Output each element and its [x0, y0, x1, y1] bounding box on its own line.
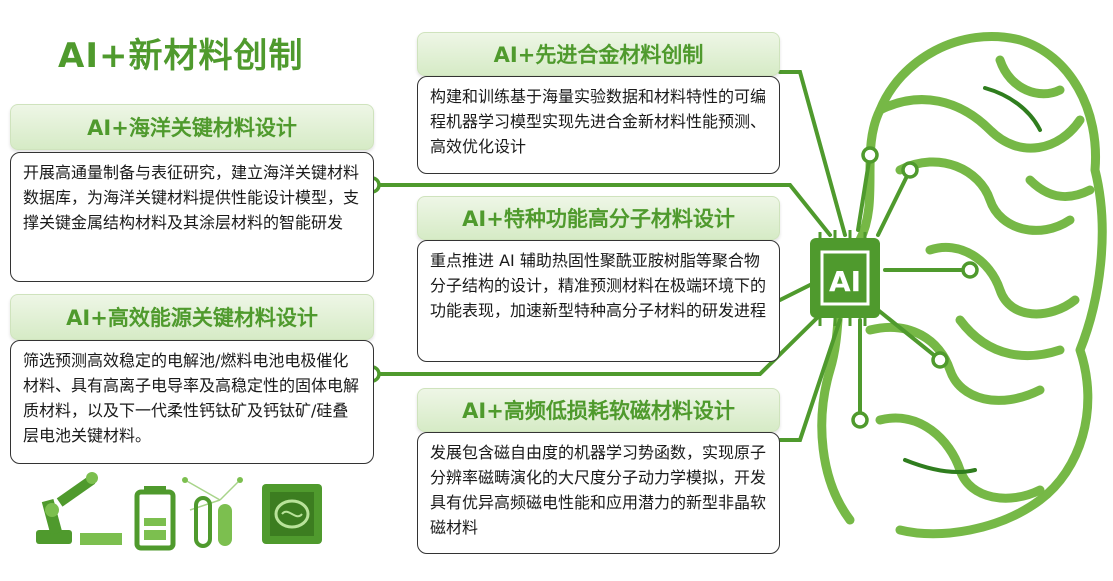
card-body: 开展高通量制备与表征研究，建立海洋关键材料数据库，为海洋关键材料提供性能设计模型…: [10, 152, 374, 282]
chip-brain-icon: [262, 484, 322, 544]
card-polymer-materials: AI+特种功能高分子材料设计 重点推进 AI 辅助热固性聚酰亚胺树脂等聚合物分子…: [417, 196, 780, 364]
card-heading: AI+特种功能高分子材料设计: [417, 196, 780, 240]
card-body: 构建和训练基于海量实验数据和材料特性的可编程机器学习模型实现先进合金新材料性能预…: [417, 76, 780, 174]
card-alloy-materials: AI+先进合金材料创制 构建和训练基于海量实验数据和材料特性的可编程机器学习模型…: [417, 32, 780, 174]
card-heading: AI+先进合金材料创制: [417, 32, 780, 76]
card-heading: AI+海洋关键材料设计: [10, 104, 374, 150]
card-ocean-materials: AI+海洋关键材料设计 开展高通量制备与表征研究，建立海洋关键材料数据库，为海洋…: [10, 104, 374, 284]
card-body: 重点推进 AI 辅助热固性聚酰亚胺树脂等聚合物分子结构的设计，精准预测材料在极端…: [417, 240, 780, 362]
page-title: AI+新材料创制: [58, 36, 304, 76]
card-magnetic-materials: AI+高频低损耗软磁材料设计 发展包含磁自由度的机器学习势函数，实现原子分辨率磁…: [417, 388, 780, 556]
ai-chip: [810, 238, 880, 318]
robot-arm-icon: [36, 472, 122, 545]
card-body: 筛选预测高效稳定的电解池/燃料电池电极催化材料、具有高离子电导率及高稳定性的固体…: [10, 340, 374, 464]
test-tube-icon: [182, 477, 243, 548]
card-heading: AI+高效能源关键材料设计: [10, 294, 374, 340]
card-heading: AI+高频低损耗软磁材料设计: [417, 388, 780, 432]
card-body: 发展包含磁自由度的机器学习势函数，实现原子分辨率磁畴演化的大尺度分子动力学模拟，…: [417, 432, 780, 554]
card-energy-materials: AI+高效能源关键材料设计 筛选预测高效稳定的电解池/燃料电池电极催化材料、具有…: [10, 294, 374, 464]
chip-label: AI: [829, 265, 861, 298]
battery-icon: [134, 486, 176, 551]
